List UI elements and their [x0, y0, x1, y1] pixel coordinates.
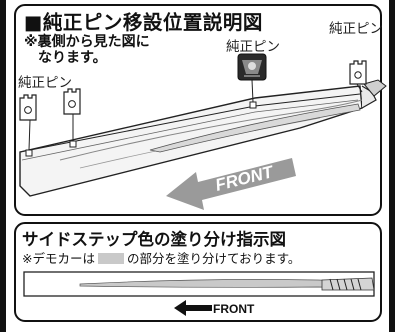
pin-clip-icon-left-2	[63, 88, 81, 115]
paint-scheme-note: ※デモカーは の部分を塗り分けております。	[22, 248, 300, 267]
pin-relocation-note-line2: なります。	[38, 50, 107, 66]
pin-label-center: 純正ピン	[226, 39, 280, 55]
front-arrow-icon	[166, 158, 296, 210]
paint-note-suffix: の部分を塗り分けております。	[126, 251, 301, 266]
paint-note-prefix: ※デモカーは	[22, 251, 95, 266]
pin-clip-icon-right	[349, 60, 367, 85]
side-step-drawing	[19, 79, 387, 197]
pin-label-right: 純正ピン	[329, 21, 383, 37]
pin-clip-icon-left	[19, 94, 37, 121]
paint-scheme-title: サイドステップ色の塗り分け指示図	[22, 230, 286, 249]
front-arrow-small-icon	[174, 300, 212, 316]
pin-relocation-note: ※裏側から見た図に なります。	[24, 34, 150, 66]
pin-clip-icon-center	[237, 53, 267, 81]
page-border-right	[389, 0, 395, 332]
paint-swatch	[97, 253, 124, 264]
pin-relocation-title: ■純正ピン移設位置説明図	[24, 11, 263, 34]
page-border-left	[0, 0, 6, 332]
paint-strip-drawing	[23, 271, 375, 297]
pin-relocation-note-line1: ※裏側から見た図に	[24, 34, 150, 50]
front-label-small: FRONT	[213, 302, 255, 316]
pin-label-left: 純正ピン	[18, 75, 72, 91]
front-label-large: FRONT	[213, 162, 276, 195]
